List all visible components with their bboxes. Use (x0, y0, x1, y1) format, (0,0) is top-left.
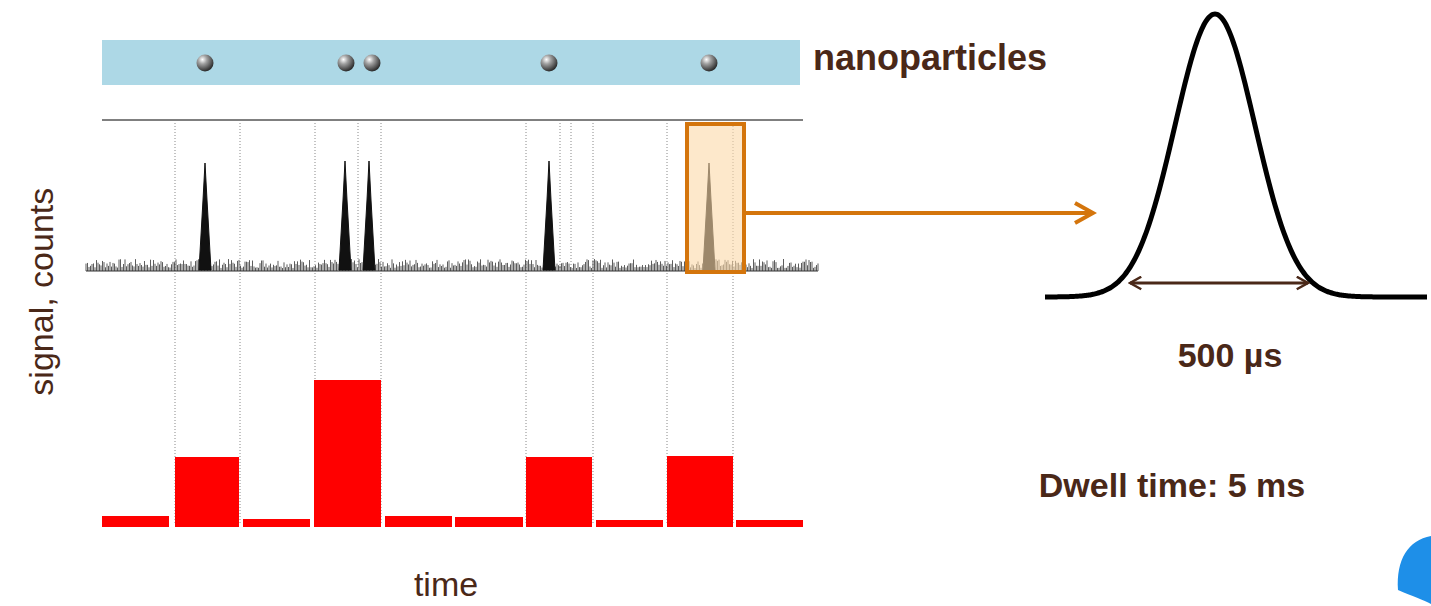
dwell-time-label: Dwell time: 5 ms (1039, 467, 1305, 504)
zoom-arrow (746, 211, 1093, 215)
bin-guides (175, 123, 733, 525)
width-arrow (1130, 282, 1308, 285)
logo-leaf (1398, 536, 1431, 604)
highlight-box (687, 124, 744, 272)
signal-peaks (199, 161, 715, 270)
axis-label: signal, counts (23, 188, 60, 396)
width-label: 500 µs (1178, 337, 1283, 374)
axis-label: time (414, 566, 478, 603)
particles-label: nanoparticles (813, 38, 1047, 78)
separator-line (102, 120, 803, 121)
gaussian-peak (1045, 14, 1427, 297)
nanoparticles (197, 55, 718, 72)
particle-band (102, 40, 800, 85)
binned-bars (102, 380, 803, 527)
